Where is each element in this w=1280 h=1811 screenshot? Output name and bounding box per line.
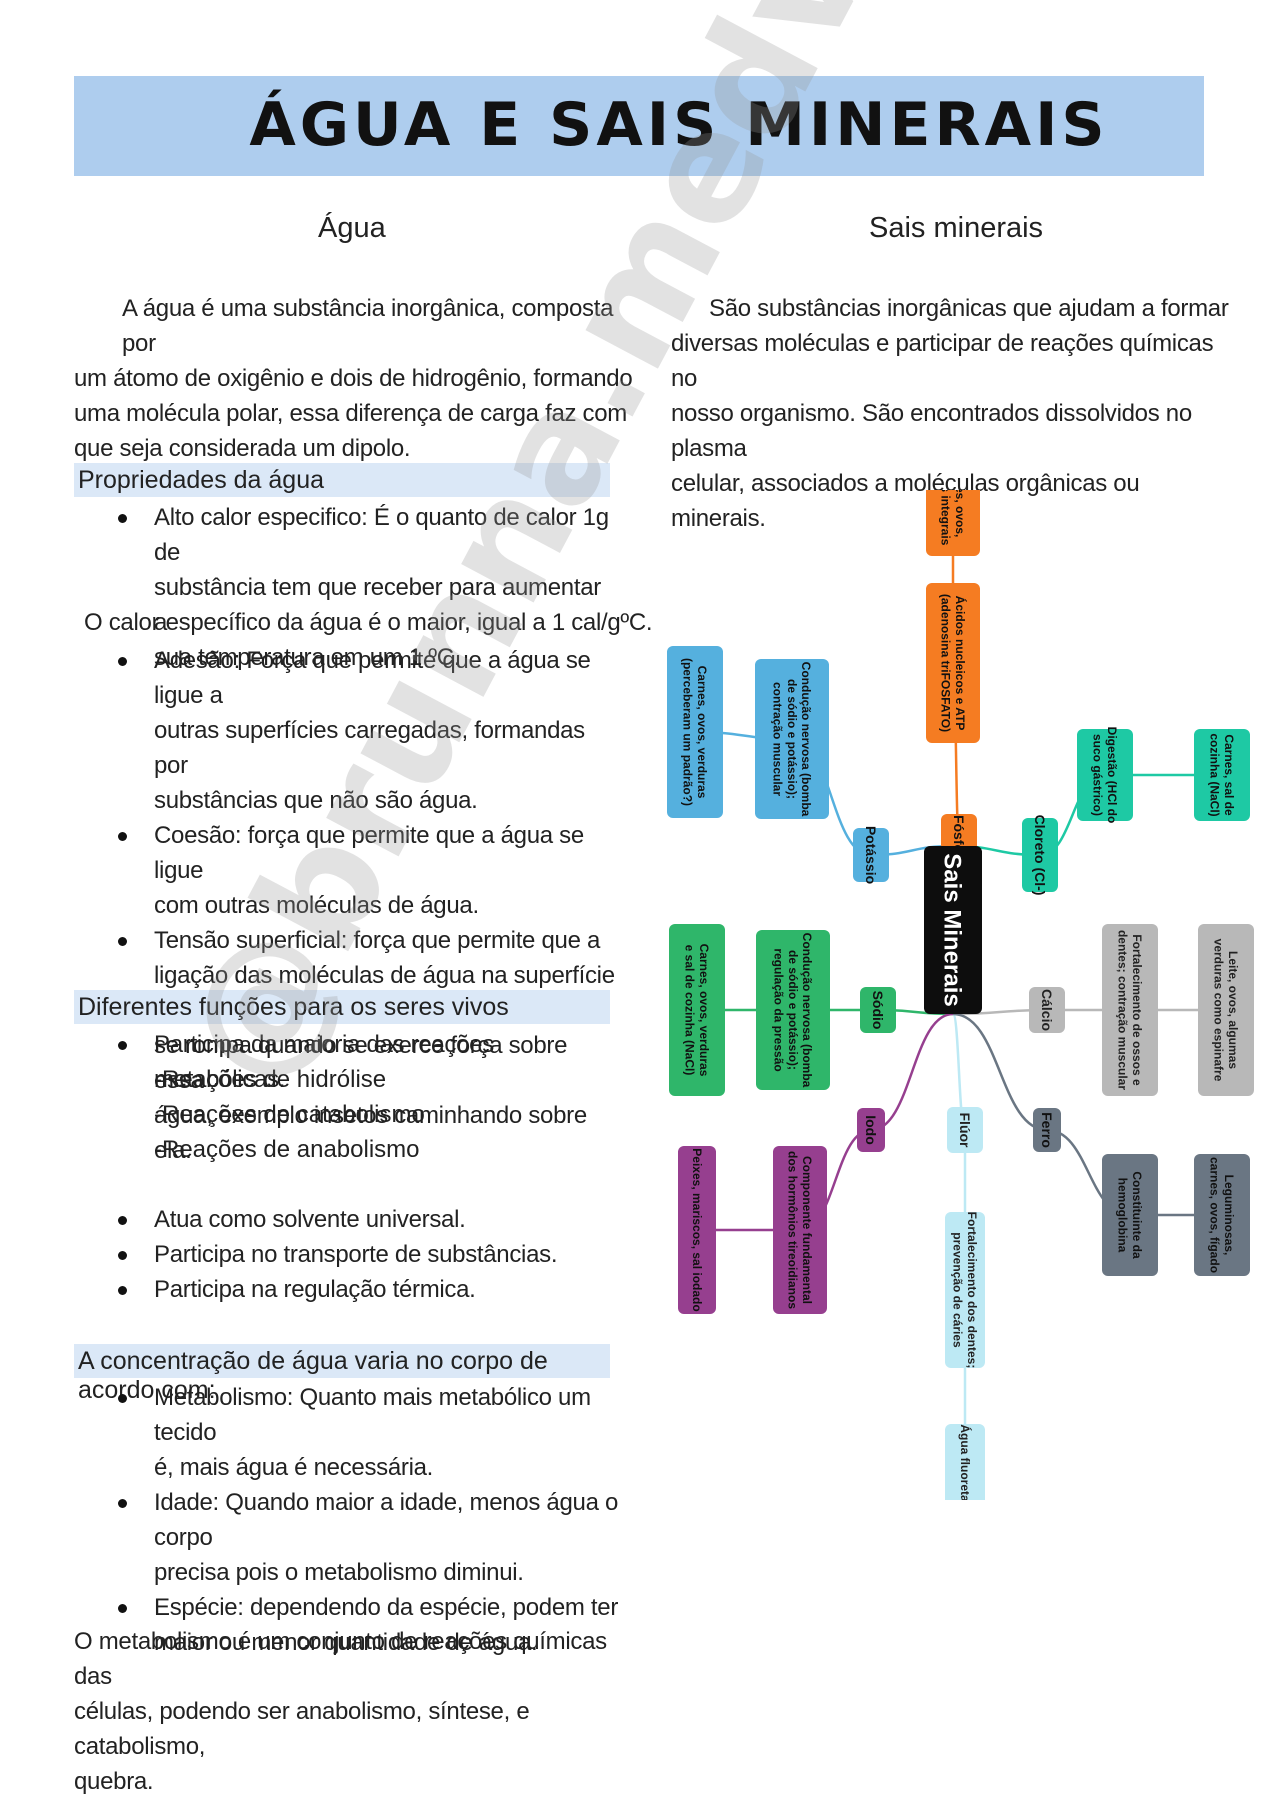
list-item: Idade: Quando maior a idade, menos água … [74, 1485, 619, 1590]
fluor-label-text: Flúor [957, 1113, 973, 1149]
fluor-source-node [945, 1424, 985, 1500]
ferro-source-node [1194, 1154, 1250, 1276]
cloreto-label-node [1022, 818, 1058, 892]
list-item: Tensão superficial: força que permite qu… [74, 923, 619, 1168]
functions-list-b: Atua como solvente universal. Participa … [74, 1202, 619, 1307]
list-item: Espécie: dependendo da espécie, podem te… [74, 1590, 619, 1660]
water-intro: A água é uma substância inorgânica, comp… [74, 295, 633, 462]
center-node [924, 846, 982, 1014]
calcio-info-text: Fortalecimento de ossos edentes; contraç… [1116, 930, 1144, 1090]
left-column-heading: Água [318, 212, 386, 244]
fosforo-info-node [926, 583, 980, 743]
potassio-label-node [853, 828, 889, 882]
iodo-info-text: Componente fundamentaldos hormônios tire… [786, 1151, 814, 1309]
iodo-info-node [773, 1146, 827, 1314]
sodio-info-text: Condução nervosa (bombade sódio e potáss… [771, 933, 814, 1088]
metabolism-closing: O metabolismo é um conjunto de reações q… [74, 1628, 607, 1795]
list-item: Participa na regulação térmica. [74, 1272, 619, 1307]
ferro-source-text: Leguminosas,carnes, ovos, fígado [1208, 1157, 1236, 1273]
ferro-center-link [952, 1012, 1048, 1132]
specific-heat-note: O calor específico da água é o maior, ig… [84, 609, 653, 636]
cloreto-label-text: Cloreto (Cl-) [1032, 815, 1048, 896]
section-properties-heading: Propriedades da água [74, 463, 610, 497]
fluor-label-node [947, 1107, 983, 1153]
ferro-info-text: Constituinte dahemoglobina [1116, 1171, 1144, 1259]
ferro-info-node [1102, 1154, 1158, 1276]
cloreto-info-node [1077, 729, 1133, 821]
sodio-label-node [860, 987, 896, 1033]
calcio-source-text: Leite, ovos, algumasverduras como espina… [1212, 939, 1240, 1082]
cloreto-info-text: Digestão (HCl dosuco gástrico) [1091, 727, 1119, 824]
properties-list-b: Adesão: Força que permite que a água se … [74, 643, 619, 1168]
calcio-label-text: Cálcio [1039, 989, 1055, 1031]
potassio-label-text: Potássio [863, 826, 879, 884]
reactions-sublist: -Reações de hidrólise -Reações de catabo… [154, 1066, 425, 1163]
fluor-info-text: Fortalecimento dos dentes;prevenção de c… [951, 1212, 979, 1369]
calcio-source-node [1198, 924, 1254, 1096]
fosforo-info-text: Ácidos nucleicos e ATP(adenosina triFOSF… [939, 594, 968, 732]
iodo-label-text: Iodo [863, 1115, 879, 1145]
functions-list-a: Participa da maioria das reações metaból… [74, 1027, 619, 1097]
list-item: Participa no transporte de substâncias. [74, 1237, 619, 1272]
cloreto-source-text: Carnes, sal decozinha (NaCl) [1208, 733, 1236, 816]
sodio-source-text: Carnes, ovos, verdurase sal de cozinha (… [683, 944, 711, 1077]
iodo-label-node [857, 1108, 885, 1152]
page-title: ÁGUA E SAIS MINERAIS [249, 90, 1109, 160]
potassio-info-text: Condução nervosa (bombade sódio e potáss… [770, 662, 813, 817]
list-item: Coesão: força que permite que a água se … [74, 818, 619, 923]
salts-intro: São substâncias inorgânicas que ajudam a… [671, 295, 1229, 532]
fluor-info-node [945, 1212, 985, 1368]
ferro-label-text: Ferro [1039, 1112, 1055, 1148]
list-item: Alto calor especifico: É o quanto de cal… [74, 500, 619, 675]
potassio-source-node [667, 646, 723, 818]
fluor-source-text: Água fluoretada [958, 1424, 973, 1500]
concentration-list: Metabolismo: Quanto mais metabólico um t… [74, 1380, 619, 1660]
list-item: Metabolismo: Quanto mais metabólico um t… [74, 1380, 619, 1485]
title-bar: ÁGUA E SAIS MINERAIS [74, 76, 1204, 176]
sodio-label-text: Sódio [870, 991, 886, 1030]
fosforo-source-node [926, 490, 980, 556]
calcio-info-node [1102, 924, 1158, 1096]
right-column-heading: Sais minerais [869, 212, 1044, 244]
section-concentration-heading: A concentração de água varia no corpo de… [74, 1344, 610, 1404]
list-item: Participa da maioria das reações metaból… [74, 1027, 619, 1097]
fosforo-source-text: Carnes, ovos,cereais integrais [939, 490, 967, 546]
sodio-info-node [756, 930, 830, 1090]
sodio-source-node [669, 924, 725, 1096]
list-item: Adesão: Força que permite que a água se … [74, 643, 619, 818]
properties-list-a: Alto calor especifico: É o quanto de cal… [74, 500, 619, 675]
calcio-label-node [1029, 987, 1065, 1033]
section-functions-heading: Diferentes funções para os seres vivos [74, 990, 610, 1024]
iodo-source-text: Peixes, mariscos, sal iodado [690, 1148, 704, 1311]
potassio-info-node [755, 659, 829, 819]
potassio-source-text: Carnes, ovos, verduras(perceberam um pad… [681, 658, 709, 806]
list-item: Atua como solvente universal. [74, 1202, 619, 1237]
center-node-text: Sais Minerais [939, 853, 966, 1006]
cloreto-source-node [1194, 729, 1250, 821]
ferro-label-node [1033, 1108, 1061, 1152]
iodo-source-node [678, 1146, 716, 1314]
